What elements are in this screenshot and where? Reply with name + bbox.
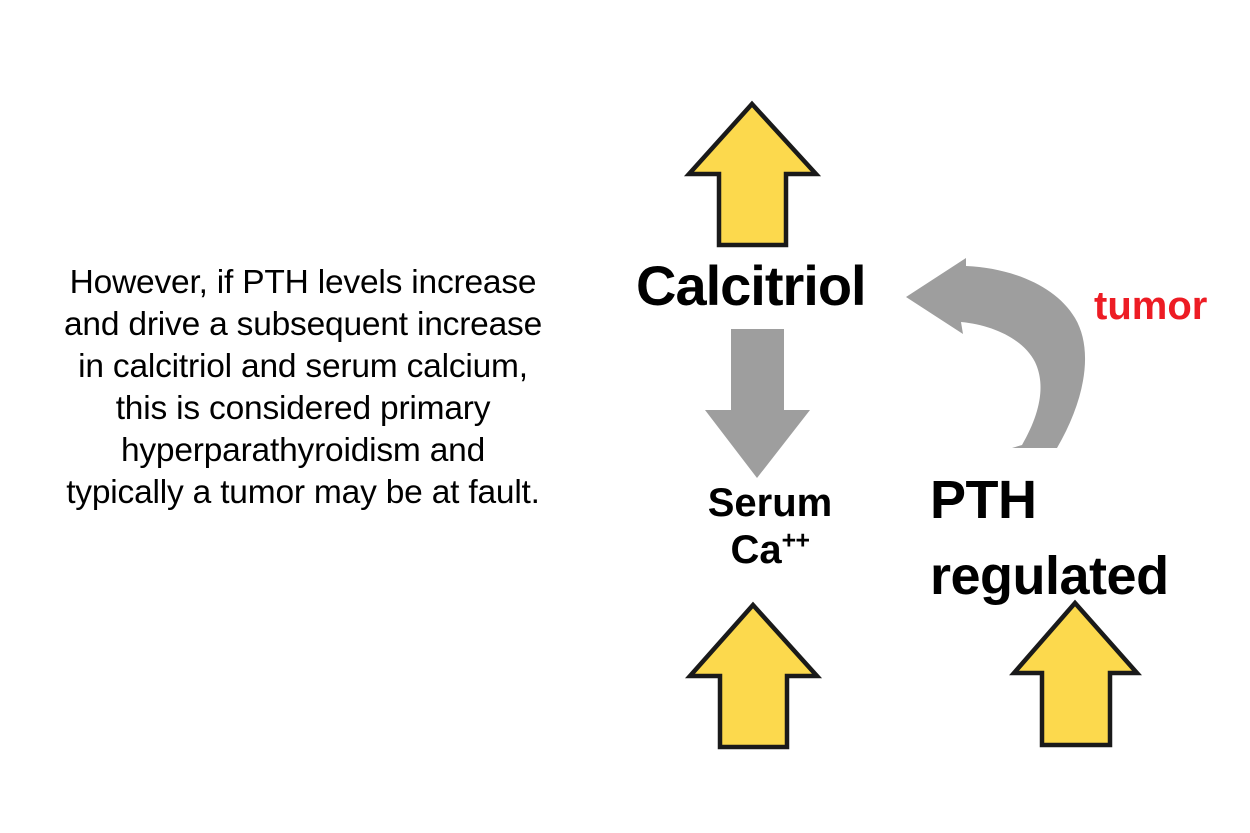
label-pth-regulated: PTH regulated: [930, 462, 1250, 614]
label-calcitriol: Calcitriol: [636, 254, 867, 317]
label-serum-line2: Ca++: [660, 527, 880, 574]
label-serum-ca: Ca: [730, 528, 782, 572]
explanation-paragraph: However, if PTH levels increase and driv…: [63, 264, 542, 511]
up-arrow-icon-serum-calcium: [684, 601, 823, 750]
label-serum-charge: ++: [781, 527, 810, 555]
label-serum-calcium: Serum Ca++: [660, 480, 880, 574]
curved-arrow-icon-pth-to-calcitriol: [906, 258, 1086, 448]
up-arrow-icon-pth: [1009, 599, 1142, 748]
label-tumor: tumor: [1094, 284, 1208, 328]
label-serum-line1: Serum: [707, 481, 833, 525]
down-arrow-icon-calcitriol-to-serum: [705, 329, 810, 478]
label-pth-line1: PTH: [930, 470, 1037, 530]
label-pth-line2: regulated: [930, 546, 1169, 606]
up-arrow-icon-calcitriol: [683, 100, 822, 248]
